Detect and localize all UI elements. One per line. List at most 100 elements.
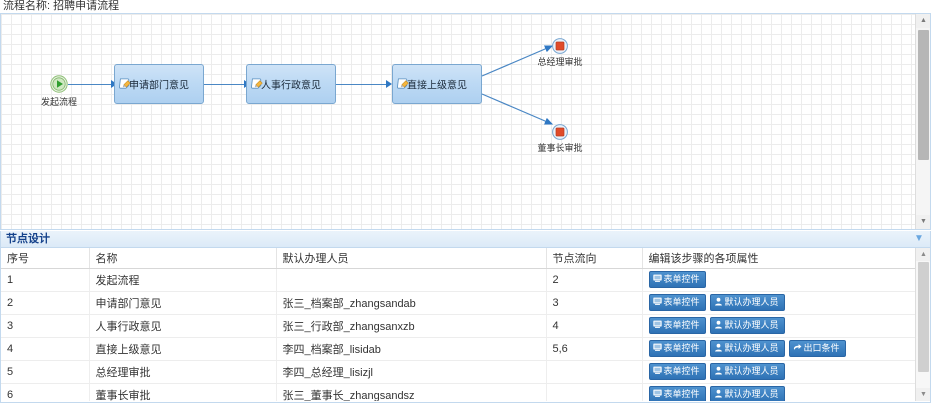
node-end-1-label: 总经理审批	[537, 57, 583, 67]
node-end-2-label: 董事长审批	[537, 143, 583, 153]
action-button-group: 表单控件 默认办理人员 出口条件	[648, 340, 918, 357]
action-button-default-handler[interactable]: 默认办理人员	[709, 294, 785, 311]
action-button-label: 表单控件	[663, 320, 700, 330]
cell-handler	[276, 268, 547, 292]
node-task-2[interactable]: 人事行政意见	[246, 64, 336, 104]
cell-actions: 表单控件 默认办理人员	[642, 291, 918, 315]
node-design-panel: 节点设计 ▼ 序号 名称 默认办理人员 节点流向	[0, 231, 931, 403]
action-button-label: 默认办理人员	[724, 320, 779, 330]
action-button-form-control[interactable]: 表单控件	[648, 271, 706, 288]
node-end-1[interactable]	[552, 38, 568, 54]
user-icon	[714, 389, 722, 398]
cell-actions: 表单控件默认办理人员	[642, 360, 917, 384]
cell-handler: 李四_总经理_lisizjl	[276, 360, 547, 384]
action-button-default-handler[interactable]: 默认办理人员	[709, 317, 785, 334]
action-button-group: 表单控件 默认办理人员	[648, 294, 918, 311]
form-control-icon	[652, 320, 662, 328]
cell-name: 董事长审批	[89, 383, 277, 401]
cell-no: 6	[1, 383, 90, 401]
grid-scrollbar-thumb[interactable]	[918, 262, 929, 372]
canvas-vertical-scrollbar[interactable]: ▲ ▼	[915, 14, 930, 229]
cell-handler: 李四_档案部_lisidab	[276, 337, 547, 361]
action-button-default-handler[interactable]: 默认办理人员	[709, 363, 785, 380]
scroll-up-arrow-icon[interactable]: ▲	[916, 14, 930, 28]
cell-flow: 2	[546, 268, 643, 292]
flow-canvas[interactable]: 发起流程 申请部门意见 人事行政意见	[1, 14, 916, 229]
stop-circle-icon	[552, 124, 568, 140]
grid-scroll-up-arrow-icon[interactable]: ▲	[916, 248, 930, 261]
edit-note-icon	[397, 78, 409, 89]
action-button-form-control[interactable]: 表单控件	[648, 386, 706, 401]
node-task-1[interactable]: 申请部门意见	[114, 64, 204, 104]
cell-flow: 5,6	[546, 337, 643, 361]
action-button-group: 表单控件 默认办理人员	[648, 386, 918, 401]
table-header-row: 序号 名称 默认办理人员 节点流向 编辑该步骤的各项属性	[1, 248, 917, 269]
action-button-label: 默认办理人员	[724, 297, 779, 307]
node-end-2[interactable]	[552, 124, 568, 140]
cell-flow	[546, 383, 643, 401]
scrollbar-thumb[interactable]	[918, 30, 929, 160]
cell-flow	[546, 360, 643, 384]
node-task-3[interactable]: 直接上级意见	[392, 64, 482, 104]
action-button-form-control[interactable]: 表单控件	[648, 363, 706, 380]
action-button-default-handler[interactable]: 默认办理人员	[709, 386, 785, 401]
action-button-label: 默认办理人员	[724, 343, 779, 353]
cell-name: 直接上级意见	[89, 337, 277, 361]
cell-handler: 张三_董事长_zhangsandsz	[276, 383, 547, 401]
node-start-label: 发起流程	[40, 97, 78, 107]
action-button-label: 表单控件	[663, 343, 700, 353]
action-button-form-control[interactable]: 表单控件	[648, 340, 706, 357]
cell-actions: 表单控件 默认办理人员	[642, 314, 917, 338]
column-header-name[interactable]: 名称	[89, 248, 277, 269]
column-header-actions[interactable]: 编辑该步骤的各项属性	[642, 248, 917, 269]
cell-name: 发起流程	[89, 268, 277, 292]
cell-handler: 张三_行政部_zhangsanxzb	[276, 314, 547, 338]
cell-name: 申请部门意见	[89, 291, 277, 315]
action-button-form-control[interactable]: 表单控件	[648, 317, 706, 334]
edit-note-icon	[119, 78, 131, 89]
chevron-double-down-icon[interactable]: ▼	[914, 233, 924, 244]
cell-handler: 张三_档案部_zhangsandab	[276, 291, 547, 315]
user-icon	[714, 366, 722, 375]
cell-flow: 4	[546, 314, 643, 338]
cell-actions: 表单控件 默认办理人员	[642, 383, 917, 401]
grid-scroll-down-arrow-icon[interactable]: ▼	[916, 388, 930, 401]
cell-no: 3	[1, 314, 90, 338]
cell-no: 2	[1, 291, 90, 315]
edge-task1-to-task2	[204, 84, 246, 85]
form-control-icon	[652, 343, 662, 351]
action-button-default-handler[interactable]: 默认办理人员	[709, 340, 785, 357]
action-button-label: 表单控件	[663, 274, 700, 284]
action-button-exit-condition[interactable]: 出口条件	[788, 340, 846, 357]
action-button-form-control[interactable]: 表单控件	[648, 294, 706, 311]
grid-vertical-scrollbar[interactable]: ▲ ▼	[915, 248, 930, 401]
edge-task2-to-task3	[336, 84, 388, 85]
arrow-head-3	[386, 80, 392, 88]
action-button-label: 默认办理人员	[724, 389, 779, 399]
scroll-down-arrow-icon[interactable]: ▼	[916, 215, 930, 229]
cell-no: 5	[1, 360, 90, 384]
form-control-icon	[652, 389, 662, 397]
cell-name: 人事行政意见	[89, 314, 277, 338]
user-icon	[714, 343, 722, 352]
branch-edges	[481, 45, 554, 125]
user-icon	[714, 297, 722, 306]
action-button-label: 出口条件	[803, 343, 840, 353]
action-button-group: 表单控件	[648, 271, 918, 288]
column-header-handler[interactable]: 默认办理人员	[276, 248, 547, 269]
stop-circle-icon	[552, 38, 568, 54]
cell-no: 1	[1, 268, 90, 292]
node-start[interactable]	[50, 75, 68, 93]
node-task-3-label: 直接上级意见	[407, 80, 467, 92]
column-header-no[interactable]: 序号	[1, 248, 90, 269]
column-header-flow[interactable]: 节点流向	[546, 248, 643, 269]
